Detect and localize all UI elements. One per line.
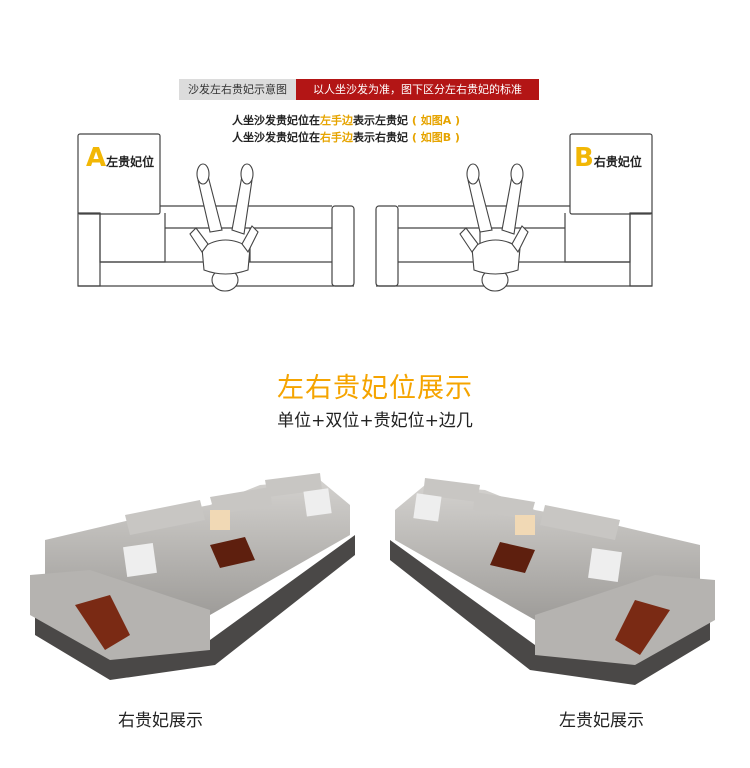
sofa-photo-right-chaise (30, 473, 355, 680)
diagram-caption-grey: 沙发左右贵妃示意图 (179, 79, 296, 100)
explanation-line-2: 人坐沙发贵妃位在右手边表示右贵妃 ( 如图B ) (232, 131, 460, 144)
letter-b: B (574, 143, 594, 173)
section-title: 左右贵妃位展示 (277, 373, 473, 404)
diagram-caption-red: 以人坐沙发为准，图下区分左右贵妃的标准 (296, 79, 539, 100)
letter-a: A (86, 143, 107, 173)
diagram-b-label: B右贵妃位 (574, 143, 642, 173)
diagram-a-sofa (77, 133, 355, 292)
explanation-line-1: 人坐沙发贵妃位在左手边表示左贵妃 ( 如图A ) (232, 114, 461, 127)
caption-right-chaise: 右贵妃展示 (118, 711, 203, 731)
sofa-photo-left-chaise (390, 478, 715, 685)
section-subtitle: 单位+双位+贵妃位+边几 (277, 411, 473, 431)
caption-left-chaise: 左贵妃展示 (559, 711, 644, 731)
diagram-b-sofa (375, 133, 653, 292)
diagram-a-label: A左贵妃位 (86, 143, 155, 173)
